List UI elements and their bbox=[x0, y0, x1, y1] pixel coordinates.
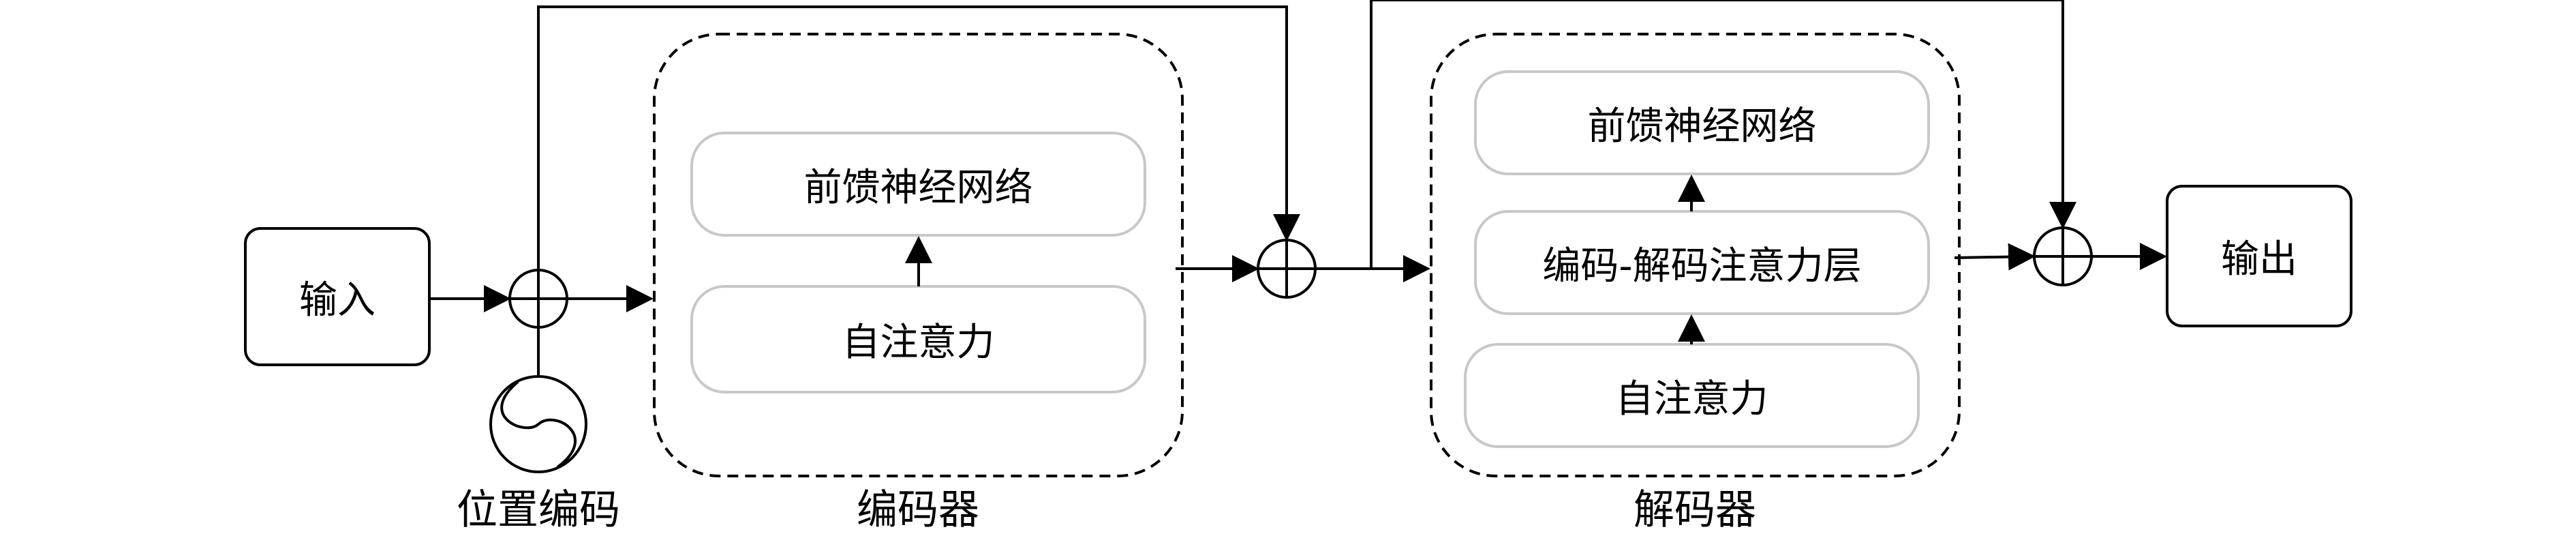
positional-encoding-label: 位置编码 bbox=[457, 486, 620, 534]
output-label: 输出 bbox=[2221, 237, 2297, 282]
output-box bbox=[2166, 185, 2352, 327]
edge-residual-encoder bbox=[537, 5, 1300, 270]
decoder-caption: 解码器 bbox=[1634, 486, 1756, 534]
input-label: 输入 bbox=[299, 278, 375, 323]
decoder-ffn-box bbox=[1474, 70, 1930, 175]
sum-node-1 bbox=[508, 269, 568, 329]
sum-node-2 bbox=[1257, 239, 1317, 299]
edge-residual-decoder bbox=[1370, 0, 2076, 269]
encoder-caption: 编码器 bbox=[857, 486, 979, 534]
encoder-self-attention-label: 自注意力 bbox=[842, 321, 995, 365]
decoder-cross-attention-box bbox=[1474, 210, 1930, 315]
decoder-cross-attention-label: 编码-解码注意力层 bbox=[1542, 243, 1862, 288]
decoder-container bbox=[1430, 33, 1961, 477]
decoder-self-attention-label: 自注意力 bbox=[1615, 376, 1768, 421]
input-box bbox=[244, 227, 431, 366]
encoder-ffn-box bbox=[690, 132, 1146, 237]
edge-decoder-to-sum3 bbox=[1954, 243, 2036, 271]
decoder-ffn-label: 前馈神经网络 bbox=[1587, 104, 1817, 149]
sum-node-3 bbox=[2033, 226, 2093, 286]
positional-encoding-icon bbox=[489, 375, 587, 473]
encoder-container bbox=[653, 33, 1184, 477]
encoder-ffn-label: 前馈神经网络 bbox=[803, 165, 1033, 210]
